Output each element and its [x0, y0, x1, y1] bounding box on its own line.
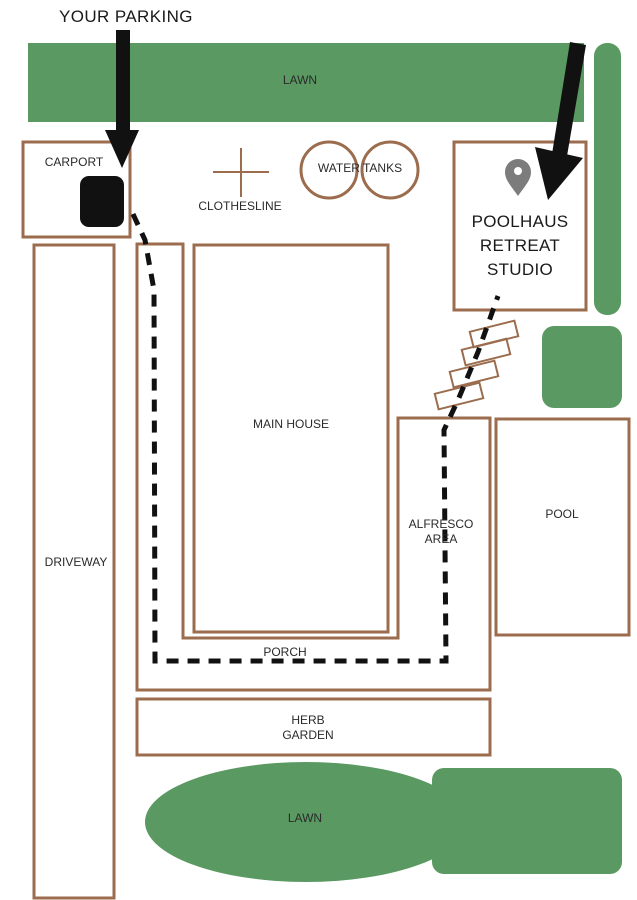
pool-outline — [494, 417, 631, 637]
poolhaus-outline — [452, 140, 588, 312]
porch-label: PORCH — [263, 645, 307, 659]
herb-garden-outline — [135, 697, 492, 757]
carport-outline — [21, 140, 132, 239]
poolhaus-label-line2: RETREAT — [479, 236, 561, 255]
down-arrow-icon — [105, 30, 139, 168]
parking-spot-marker — [80, 176, 124, 227]
porch-outline — [135, 242, 492, 692]
herb-garden-label-line2: GARDEN — [282, 728, 334, 742]
carport-label: CARPORT — [44, 155, 104, 169]
alfresco-label-line2: AREA — [424, 532, 458, 546]
stepping-stone — [460, 337, 512, 367]
water-tank-right — [360, 140, 420, 200]
water-tanks-label: WATER TANKS — [317, 161, 403, 175]
diagonal-down-arrow-icon — [535, 42, 586, 200]
herb-garden-label-line1: HERB — [291, 713, 325, 727]
lawn-bottom-rect — [432, 768, 622, 874]
lawn-bottom-label: LAWN — [287, 811, 323, 825]
stepping-stone — [468, 319, 520, 349]
water-tank-left — [299, 140, 359, 200]
walking-path — [130, 212, 501, 664]
stepping-stone — [448, 359, 500, 389]
pool-label: POOL — [545, 507, 579, 521]
main-house-label: MAIN HOUSE — [252, 417, 329, 431]
lawn-bottom-oval — [145, 762, 467, 882]
lawn-right-square — [542, 326, 622, 408]
poolhaus-label-line3: STUDIO — [486, 260, 554, 279]
poolhaus-label-line1: POOLHAUS — [471, 212, 569, 231]
driveway-outline — [32, 243, 116, 900]
driveway-label: DRIVEWAY — [44, 555, 108, 569]
clothesline-label: CLOTHESLINE — [198, 199, 282, 213]
lawn-right-strip — [594, 43, 621, 315]
clothesline-icon — [213, 148, 269, 197]
stepping-stone — [433, 381, 485, 411]
lawn-top-label: LAWN — [282, 73, 318, 87]
alfresco-label-line1: ALFRESCO — [408, 517, 474, 531]
main-house-outline — [192, 243, 390, 634]
location-pin-icon — [505, 159, 531, 196]
map-title: YOUR PARKING — [59, 7, 193, 26]
